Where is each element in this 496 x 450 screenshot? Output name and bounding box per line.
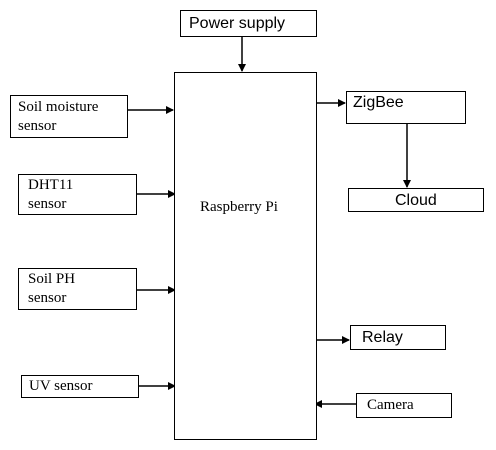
soil-ph-sensor-box: Soil PH sensor <box>18 268 137 310</box>
relay-label: Relay <box>362 329 403 346</box>
camera-label: Camera <box>367 397 414 413</box>
zigbee-label: ZigBee <box>353 94 404 111</box>
power-supply-label: Power supply <box>189 15 286 32</box>
cloud-label: Cloud <box>395 192 437 209</box>
relay-box: Relay <box>350 325 446 350</box>
camera-box: Camera <box>356 393 452 418</box>
soil-moisture-sensor-label: Soil moisture sensor <box>18 99 99 134</box>
dht11-sensor-label: DHT11 sensor <box>28 177 74 212</box>
dht11-sensor-box: DHT11 sensor <box>18 174 137 215</box>
raspberry-pi-label: Raspberry Pi <box>200 199 278 215</box>
power-supply-box: Power supply <box>180 10 317 37</box>
uv-sensor-box: UV sensor <box>21 375 139 398</box>
uv-sensor-label: UV sensor <box>29 378 93 394</box>
soil-moisture-sensor-box: Soil moisture sensor <box>10 95 128 138</box>
zigbee-box: ZigBee <box>346 91 466 124</box>
cloud-box: Cloud <box>348 188 484 212</box>
raspberry-pi-box: Raspberry Pi <box>174 72 317 440</box>
soil-ph-sensor-label: Soil PH sensor <box>28 271 76 306</box>
